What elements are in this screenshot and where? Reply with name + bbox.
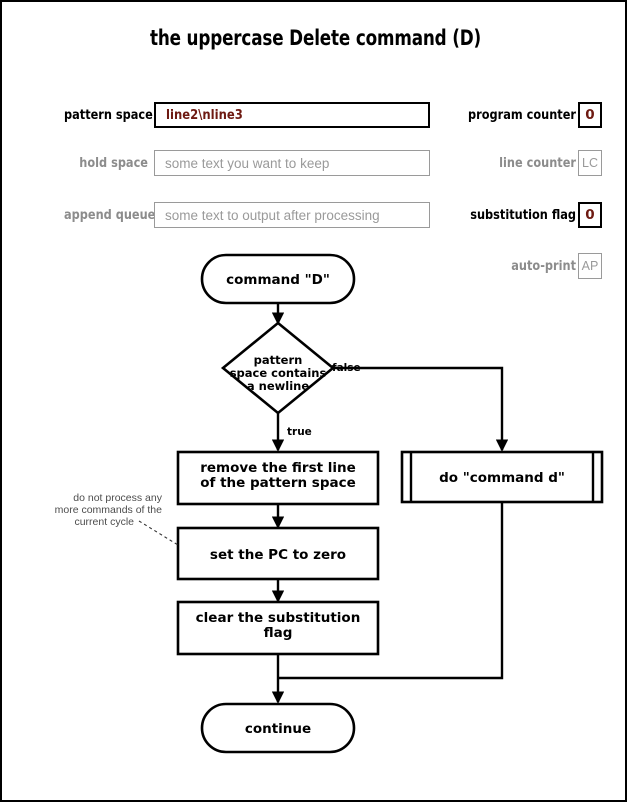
- label-hold-space: hold space: [79, 155, 148, 171]
- placeholder-line-counter: LC: [582, 156, 598, 170]
- page-title: the uppercase Delete command (D): [149, 26, 482, 50]
- label-line-counter: line counter: [499, 155, 576, 171]
- annotation-line2: more commands of the: [55, 504, 163, 516]
- node-end-continue[interactable]: [200, 702, 356, 754]
- label-pattern-space: pattern space: [64, 107, 153, 123]
- field-program-counter[interactable]: 0: [578, 102, 602, 128]
- node-clear-line1: clear the substitution: [196, 610, 361, 626]
- field-hold-space[interactable]: some text you want to keep: [154, 150, 430, 176]
- node-set-pc-label: set the PC to zero: [210, 547, 346, 563]
- label-auto-print: auto-print: [511, 258, 576, 274]
- node-remove-line1: remove the first line: [200, 460, 356, 476]
- edge-decision-false: [333, 366, 509, 452]
- node-start-label: command "D": [226, 272, 330, 288]
- node-subroutine-command-d[interactable]: [400, 450, 604, 504]
- node-clear-substitution-flag[interactable]: [176, 600, 380, 656]
- value-pattern-space: line2\nline3: [166, 107, 243, 123]
- node-decision-line1: pattern: [254, 353, 303, 367]
- annotation-leader-line: [138, 520, 179, 546]
- node-end-label: continue: [245, 721, 311, 737]
- value-program-counter: 0: [585, 107, 595, 123]
- label-program-counter: program counter: [468, 107, 576, 123]
- node-subroutine-label: do "command d": [439, 470, 565, 486]
- field-auto-print[interactable]: AP: [578, 253, 602, 279]
- node-decision-line3: a newline: [247, 379, 309, 393]
- node-clear-line2: flag: [264, 625, 293, 641]
- node-start[interactable]: [200, 253, 356, 305]
- value-substitution-flag: 0: [585, 207, 595, 223]
- placeholder-hold-space: some text you want to keep: [165, 155, 330, 171]
- field-append-queue[interactable]: some text to output after processing: [154, 202, 430, 228]
- annotation-line1: do not process any: [73, 492, 162, 504]
- placeholder-append-queue: some text to output after processing: [165, 207, 380, 223]
- field-pattern-space[interactable]: line2\nline3: [154, 102, 430, 128]
- edge-label-true: true: [287, 426, 312, 438]
- field-substitution-flag[interactable]: 0: [578, 202, 602, 228]
- field-line-counter[interactable]: LC: [578, 150, 602, 176]
- node-decision[interactable]: [220, 321, 336, 415]
- annotation-line3: current cycle: [74, 516, 134, 528]
- node-remove-first-line[interactable]: [176, 450, 380, 506]
- node-set-pc-zero[interactable]: [176, 526, 380, 581]
- placeholder-auto-print: AP: [581, 259, 599, 273]
- label-substitution-flag: substitution flag: [470, 207, 576, 223]
- edge-subroutine-to-continue: [278, 502, 504, 680]
- edge-label-false: false: [332, 362, 361, 374]
- node-remove-line2: of the pattern space: [200, 475, 356, 491]
- label-append-queue: append queue: [64, 207, 156, 223]
- node-decision-line2: space contains: [230, 366, 327, 380]
